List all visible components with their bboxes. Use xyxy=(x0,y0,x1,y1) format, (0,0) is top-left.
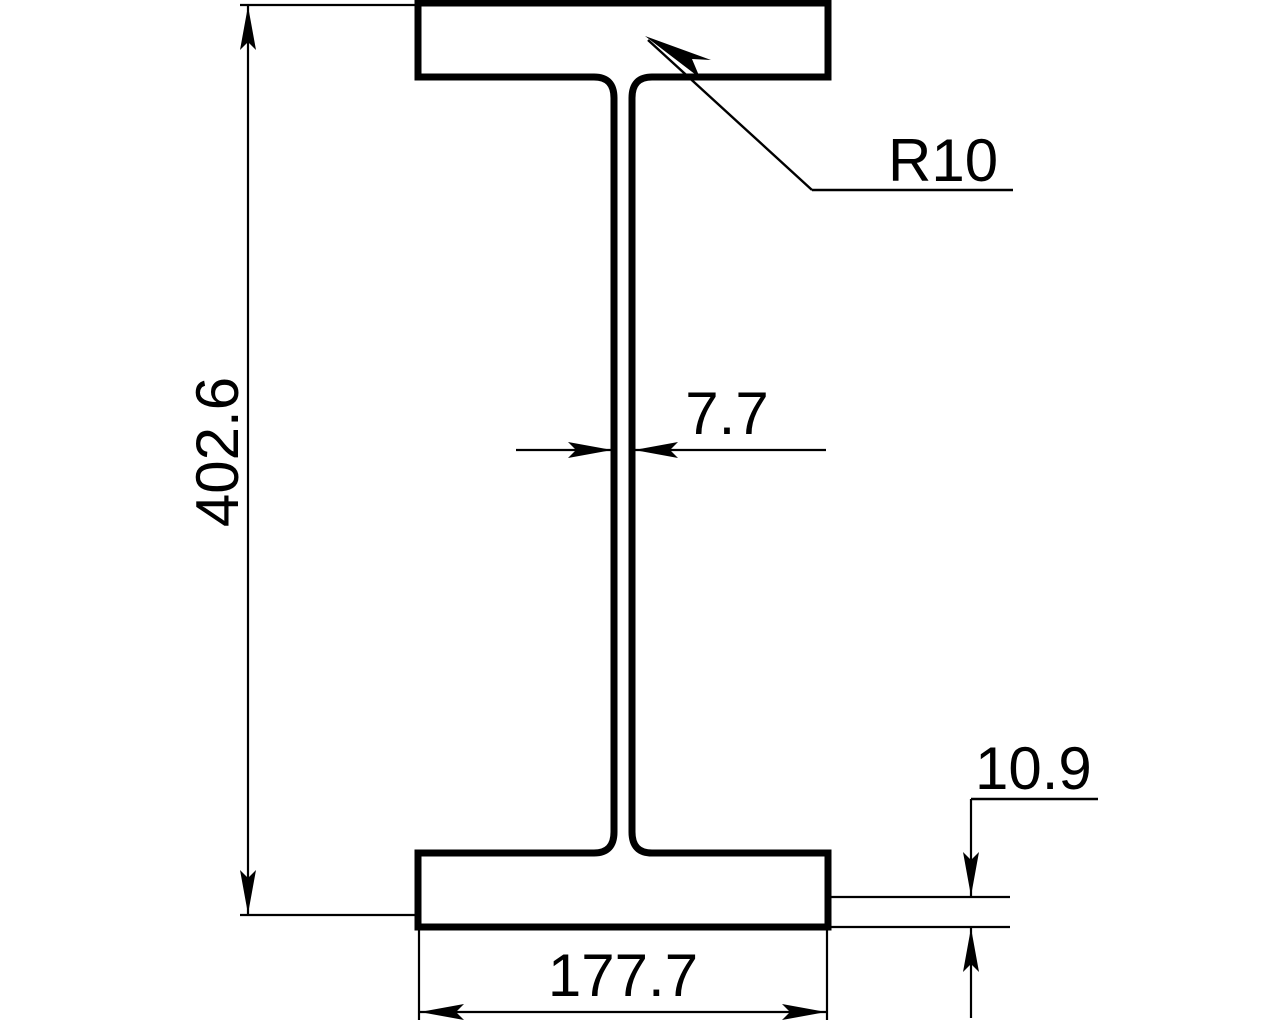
dimension-label-web-thickness: 7.7 xyxy=(685,380,768,447)
arrow-head-down xyxy=(240,870,256,914)
dimension-label-flange-width: 177.7 xyxy=(548,942,698,1009)
dimension-label-flange-thickness: 10.9 xyxy=(975,735,1092,802)
dimension-overall-height: 402.6 xyxy=(184,5,256,915)
arrow-head-web-right xyxy=(568,442,612,458)
arrow-head-width-right xyxy=(782,1004,826,1020)
arrow-head-thickness-up xyxy=(963,928,979,972)
dimension-web-thickness: 7.7 xyxy=(516,380,826,458)
extension-lines xyxy=(240,3,1010,1020)
dimension-label-overall-height: 402.6 xyxy=(184,377,251,527)
beam-profile xyxy=(414,0,832,931)
arrow-head-width-left xyxy=(420,1004,464,1020)
arrow-head-radius xyxy=(645,36,711,78)
dimension-label-root-radius: R10 xyxy=(888,127,998,194)
arrow-head-up xyxy=(240,6,256,50)
dimension-flange-width: 177.7 xyxy=(419,942,827,1020)
dimension-flange-thickness: 10.9 xyxy=(963,735,1098,1018)
arrow-head-web-left xyxy=(634,442,678,458)
beam-outline-path xyxy=(414,0,832,931)
arrow-head-thickness-down xyxy=(963,852,979,896)
dimension-root-radius: R10 xyxy=(645,36,1013,194)
leader-line-radius xyxy=(647,39,813,191)
